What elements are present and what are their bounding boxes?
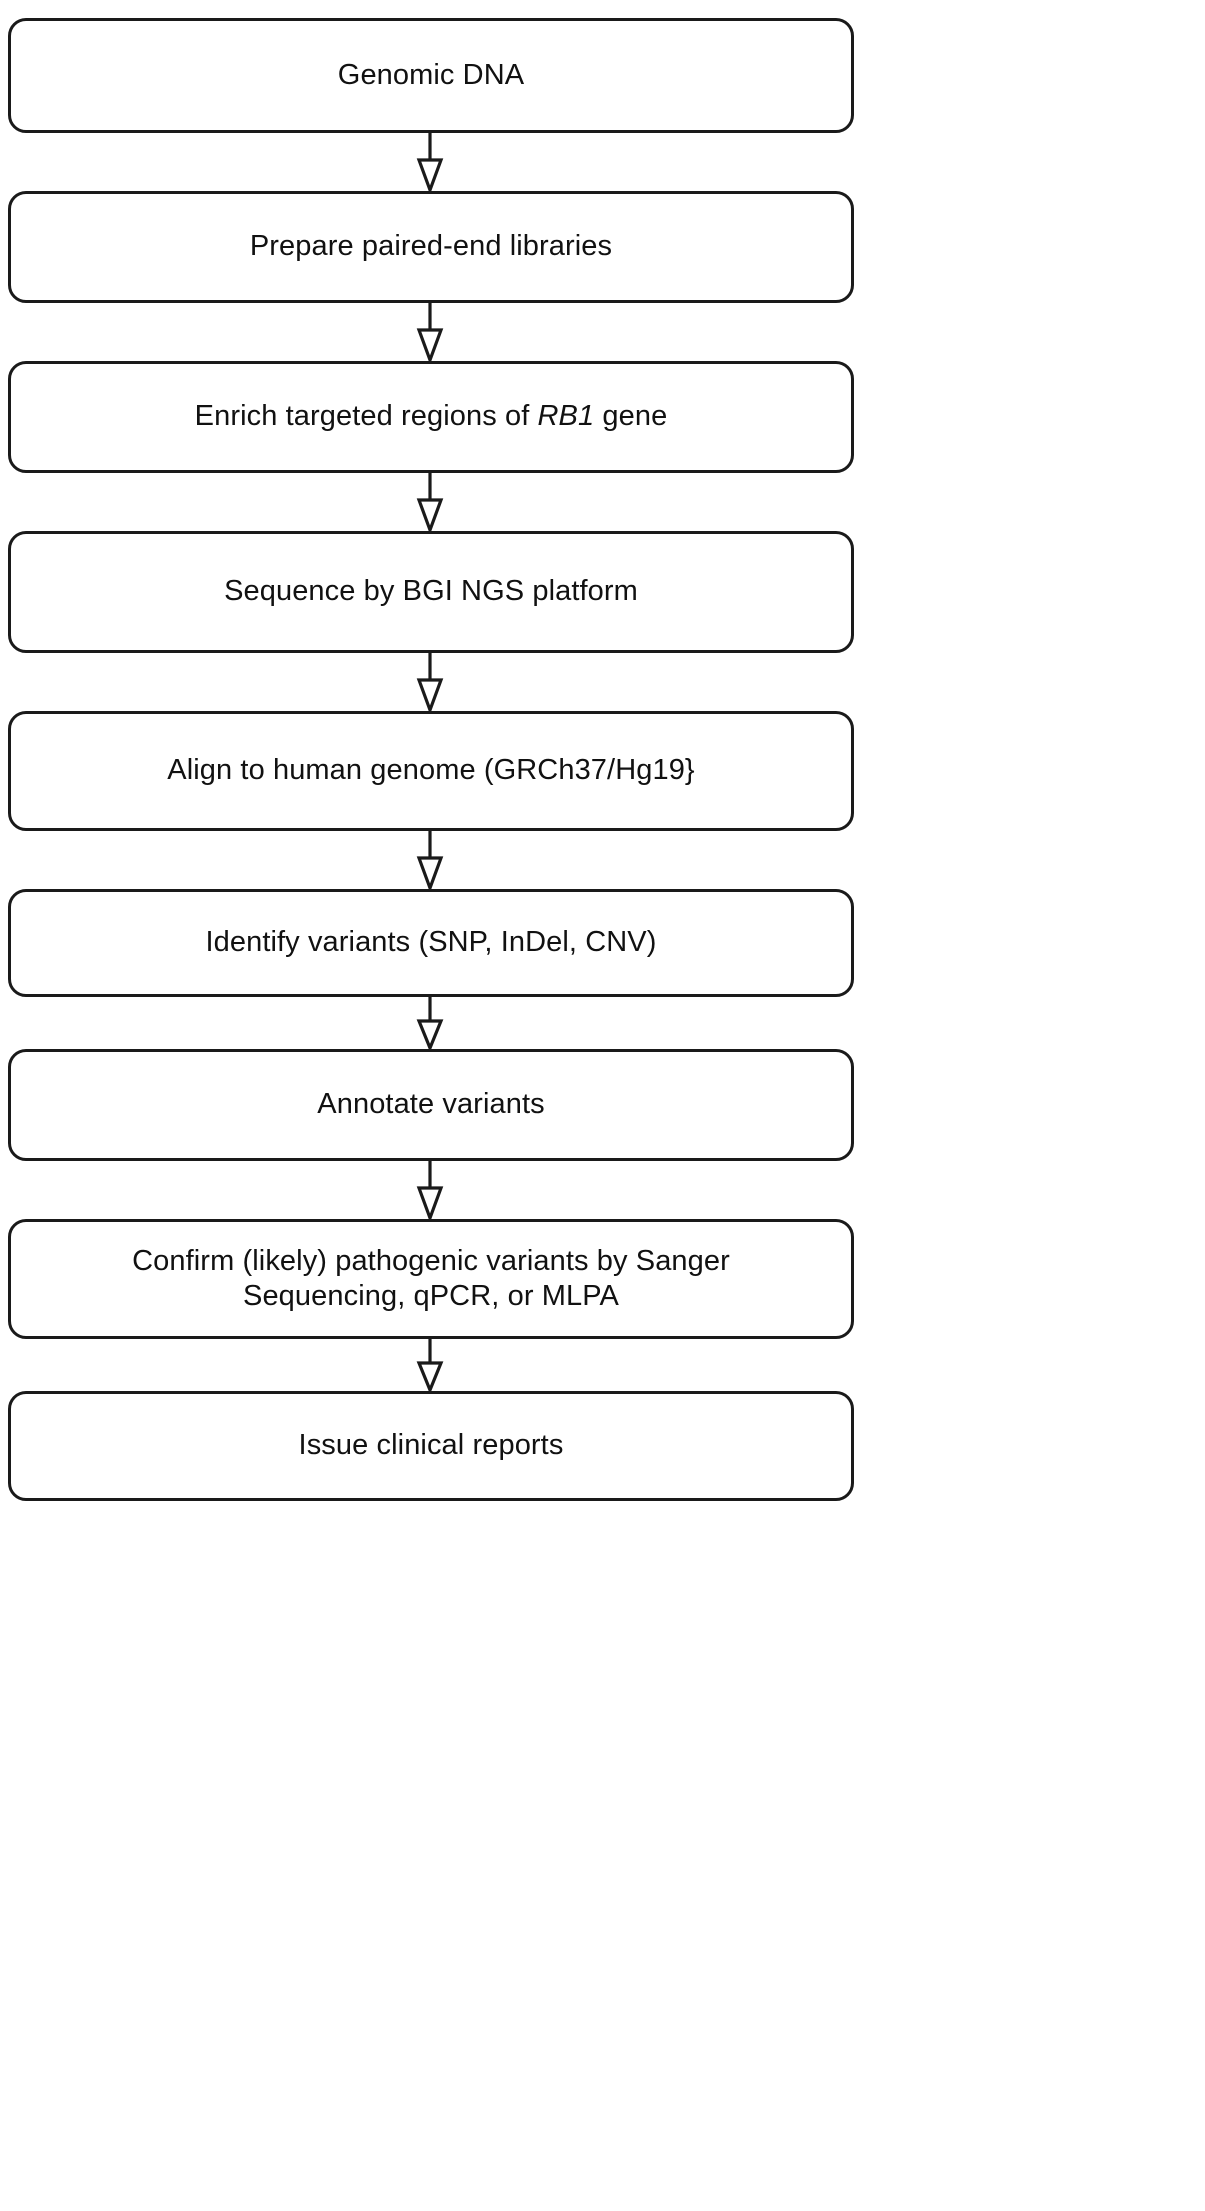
flow-arrow-6 xyxy=(8,997,854,1053)
flow-node-label: Issue clinical reports xyxy=(298,1429,564,1462)
flow-arrow-5 xyxy=(8,831,854,893)
down-arrow-icon xyxy=(416,1161,444,1223)
flow-node-label: Sequence by BGI NGS platform xyxy=(224,575,638,608)
flow-node-issue-reports[interactable]: Issue clinical reports xyxy=(8,1391,854,1501)
gene-name-rb1: RB1 xyxy=(537,400,595,433)
flow-node-label: Genomic DNA xyxy=(337,58,525,91)
flow-node-label-suffix: gene xyxy=(594,400,668,433)
flow-node-label-prefix: Enrich targeted regions of xyxy=(194,400,538,433)
flow-node-label: Annotate variants xyxy=(317,1088,545,1121)
flow-node-identify-variants[interactable]: Identify variants (SNP, InDel, CNV) xyxy=(8,889,854,997)
flowchart-node-column: Genomic DNA Prepare paired-end libraries… xyxy=(8,18,854,1501)
flow-arrow-7 xyxy=(8,1161,854,1223)
down-arrow-icon xyxy=(416,997,444,1053)
flow-arrow-4 xyxy=(8,653,854,715)
flow-node-annotate-variants[interactable]: Annotate variants xyxy=(8,1049,854,1161)
down-arrow-icon xyxy=(416,133,444,195)
flow-node-label: Identify variants (SNP, InDel, CNV) xyxy=(205,926,657,959)
flow-node-label: Prepare paired-end libraries xyxy=(249,230,613,263)
down-arrow-icon xyxy=(416,653,444,715)
flow-node-genomic-dna[interactable]: Genomic DNA xyxy=(8,18,854,133)
flow-node-label: Enrich targeted regions of RB1 gene xyxy=(195,399,668,434)
flow-arrow-3 xyxy=(8,473,854,535)
flow-arrow-8 xyxy=(8,1339,854,1395)
flow-node-sequence-bgi[interactable]: Sequence by BGI NGS platform xyxy=(8,531,854,653)
flow-arrow-2 xyxy=(8,303,854,365)
flow-node-confirm-pathogenic[interactable]: Confirm (likely) pathogenic variants by … xyxy=(8,1219,854,1339)
down-arrow-icon xyxy=(416,831,444,893)
flow-node-prepare-libraries[interactable]: Prepare paired-end libraries xyxy=(8,191,854,303)
down-arrow-icon xyxy=(416,473,444,535)
down-arrow-icon xyxy=(416,303,444,365)
down-arrow-icon xyxy=(416,1339,444,1395)
flow-node-enrich-rb1[interactable]: Enrich targeted regions of RB1 gene xyxy=(8,361,854,473)
flow-node-align-genome[interactable]: Align to human genome (GRCh37/Hg19} xyxy=(8,711,854,831)
flow-node-label: Align to human genome (GRCh37/Hg19} xyxy=(167,754,695,787)
flow-arrow-1 xyxy=(8,133,854,195)
flow-node-label: Confirm (likely) pathogenic variants by … xyxy=(132,1244,730,1312)
